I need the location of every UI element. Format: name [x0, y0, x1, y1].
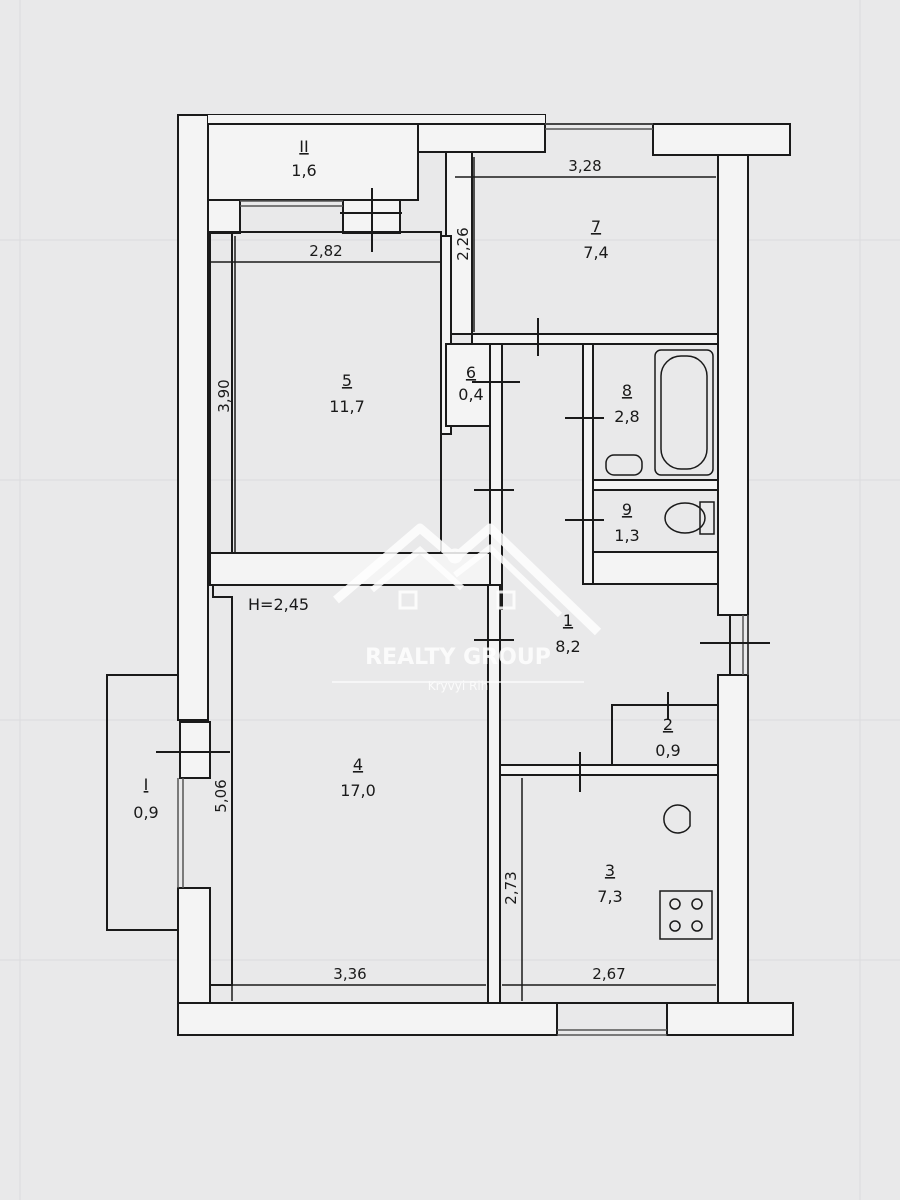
interior-walls [209, 151, 719, 1004]
room-labels: II 1,6 7 7,4 5 11,7 6 0,4 8 2,8 9 1,3 1 … [133, 137, 680, 906]
bathtub-icon [654, 349, 714, 476]
room-1-number: 1 [563, 611, 573, 630]
room-8-area: 2,8 [614, 407, 639, 426]
balcony-ii [207, 123, 546, 234]
room-9-area: 1,3 [614, 526, 639, 545]
door-marks [156, 188, 770, 792]
stove-icon [659, 890, 713, 940]
room-ii-number: II [299, 137, 308, 156]
dimension-lines [210, 157, 716, 1001]
room-6-number: 6 [466, 363, 476, 382]
room-2-area: 0,9 [655, 741, 680, 760]
sink-icon [663, 804, 691, 834]
ceiling-height: H=2,45 [248, 595, 309, 614]
dim-room3-height: 2,73 [502, 871, 520, 904]
room-9-number: 9 [622, 500, 632, 519]
dim-room7-width: 3,28 [568, 157, 601, 175]
dim-room5-width: 2,82 [309, 242, 342, 260]
room-2-number: 2 [663, 715, 673, 734]
room-3-number: 3 [605, 861, 615, 880]
room-ii-area: 1,6 [291, 161, 316, 180]
room-i-area: 0,9 [133, 803, 158, 822]
windows [177, 123, 749, 1036]
room-1-area: 8,2 [555, 637, 580, 656]
watermark-brand: REALTY GROUP [365, 645, 551, 670]
dim-room7-height: 2,26 [454, 227, 472, 260]
fixtures [605, 349, 715, 940]
dim-room5-height: 3,90 [215, 379, 233, 412]
dim-room4-height: 5,06 [212, 779, 230, 812]
room-i-number: I [144, 775, 149, 794]
room-8-number: 8 [622, 381, 632, 400]
dimension-labels: 2,82 3,90 3,28 2,26 3,36 5,06 2,67 2,73 [212, 157, 626, 983]
room-5-number: 5 [342, 371, 352, 390]
dim-room4-width: 3,36 [333, 965, 366, 983]
toilet-icon [664, 502, 706, 534]
room-4-area: 17,0 [340, 781, 376, 800]
room-5-area: 11,7 [329, 397, 365, 416]
room-4-number: 4 [353, 755, 363, 774]
balcony-i [106, 674, 211, 931]
room-6-area: 0,4 [458, 385, 483, 404]
dim-room3-width: 2,67 [592, 965, 625, 983]
room-7-area: 7,4 [583, 243, 608, 262]
outer-walls [177, 114, 794, 1036]
washbasin-icon [605, 454, 643, 476]
room-3-area: 7,3 [597, 887, 622, 906]
room-7-number: 7 [591, 217, 601, 236]
watermark-city: Kryvyi Rih [428, 679, 489, 693]
watermark: REALTY GROUP Kryvyi Rih [332, 523, 602, 693]
